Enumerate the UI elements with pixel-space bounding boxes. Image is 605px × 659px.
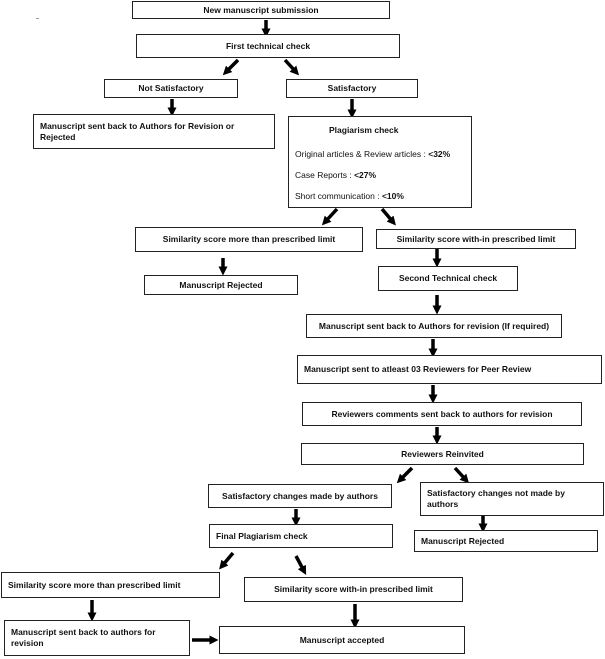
plagiarism-line-short-communication: Short communication : <10%	[295, 191, 404, 202]
node-label: Reviewers comments sent back to authors …	[331, 408, 553, 419]
node-label: Final Plagiarism check	[216, 530, 308, 541]
node-sim-within-1: Similarity score with-in prescribed limi…	[376, 229, 576, 249]
node-label: Manuscript sent to atleast 03 Reviewers …	[304, 364, 532, 375]
node-first-check: First technical check	[136, 34, 400, 58]
node-label: Similarity score with-in prescribed limi…	[274, 584, 433, 595]
arrow-reinvited-to-sat-changes-not	[453, 466, 470, 484]
node-label: Satisfactory	[327, 83, 377, 94]
node-reviewers-reinvited: Reviewers Reinvited	[301, 443, 584, 465]
node-sent-back-revision: Manuscript sent back to Authors for revi…	[306, 314, 562, 338]
node-reviewer-comments: Reviewers comments sent back to authors …	[302, 402, 582, 426]
node-label: New manuscript submission	[203, 4, 319, 15]
node-rejected-2: Manuscript Rejected	[414, 530, 598, 552]
arrow-first-check-to-satisfactory	[283, 58, 300, 76]
node-sent-back-authors: Manuscript sent back to authors for revi…	[4, 620, 190, 656]
node-sim-within-2: Similarity score with-in prescribed limi…	[244, 577, 463, 602]
plagiarism-line-label: Original articles & Review articles :	[295, 149, 426, 159]
plagiarism-line-case-reports: Case Reports : <27%	[295, 170, 376, 181]
node-label: Similarity score more than prescribed li…	[162, 234, 336, 245]
node-peer-review: Manuscript sent to atleast 03 Reviewers …	[297, 355, 602, 384]
node-sim-more-2: Similarity score more than prescribed li…	[1, 572, 220, 598]
node-label: Manuscript sent back to authors for revi…	[11, 627, 156, 648]
node-new-submission: New manuscript submission	[132, 1, 390, 19]
plagiarism-line-label: Case Reports :	[295, 170, 352, 180]
plagiarism-line-value: <27%	[354, 170, 377, 180]
node-final-plagiarism: Final Plagiarism check	[209, 524, 393, 548]
plagiarism-line-original: Original articles & Review articles : <3…	[295, 149, 450, 160]
node-accepted: Manuscript accepted	[219, 626, 465, 654]
node-label: Satisfactory changes made by authors	[222, 490, 378, 501]
node-sat-changes-not: Satisfactory changes not made by authors	[420, 482, 604, 516]
plagiarism-line-value: <10%	[381, 191, 404, 201]
node-label: Similarity score with-in prescribed limi…	[396, 233, 556, 244]
plagiarism-line-label: Short communication :	[295, 191, 380, 201]
corner-mark	[36, 18, 39, 19]
arrow-plagiarism-to-sim-more	[321, 207, 339, 226]
node-second-check: Second Technical check	[378, 266, 518, 291]
node-label: Reviewers Reinvited	[401, 448, 484, 459]
plagiarism-title: Plagiarism check	[329, 125, 399, 135]
node-not-satisfactory: Not Satisfactory	[104, 79, 238, 98]
node-label: Similarity score more than prescribed li…	[8, 579, 181, 590]
node-label: Manuscript sent back to Authors for revi…	[318, 320, 550, 331]
node-label: Manuscript Rejected	[421, 535, 505, 546]
plagiarism-line-value: <32%	[428, 149, 451, 159]
node-label: Manuscript Rejected	[179, 279, 263, 290]
node-sent-back-or-rejected: Manuscript sent back to Authors for Revi…	[33, 114, 275, 149]
node-label: Second Technical check	[398, 273, 498, 284]
arrow-plagiarism-to-sim-within	[380, 207, 396, 226]
node-label: First technical check	[225, 40, 311, 51]
node-label: Manuscript sent back to Authors for Revi…	[40, 120, 235, 142]
node-satisfactory: Satisfactory	[286, 79, 418, 98]
node-sim-more-1: Similarity score more than prescribed li…	[135, 227, 363, 252]
arrow-final-check-to-sim-within	[294, 555, 307, 576]
node-rejected-1: Manuscript Rejected	[144, 275, 298, 295]
node-label: Manuscript accepted	[299, 634, 385, 645]
node-sat-changes: Satisfactory changes made by authors	[208, 484, 392, 508]
node-plagiarism-check: Plagiarism check Original articles & Rev…	[288, 116, 472, 208]
arrow-reinvited-to-sat-changes	[396, 466, 414, 484]
arrow-final-check-to-sim-more	[219, 551, 235, 570]
arrow-first-check-to-not-satisfactory	[222, 58, 240, 76]
node-label: Satisfactory changes not made by authors	[427, 488, 565, 509]
node-label: Not Satisfactory	[138, 83, 204, 94]
